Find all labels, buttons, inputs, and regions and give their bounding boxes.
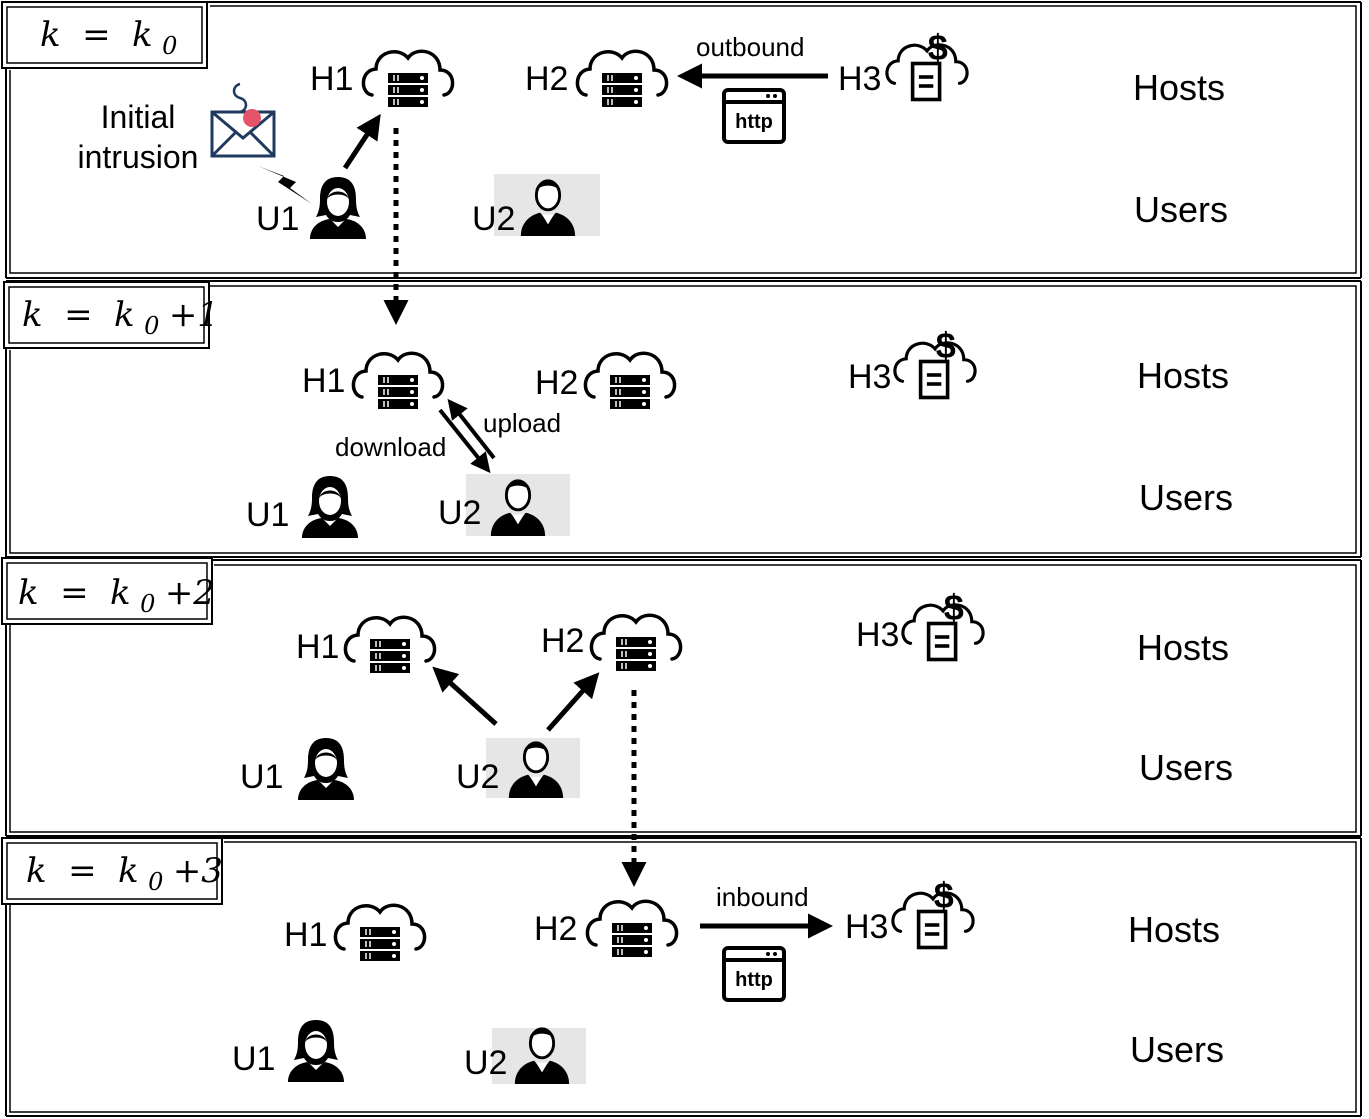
step-k: k	[40, 15, 61, 55]
host-label-h3: H3	[856, 616, 899, 654]
step-eq: =	[60, 573, 89, 613]
panel-step-3: k = k 0 +2 Hosts Users H1 H2 H3 U1 U2	[1, 557, 1362, 837]
host-label-h1: H1	[296, 628, 339, 666]
cloud-dollar-document-icon	[893, 323, 977, 400]
step-sub: 0	[148, 868, 163, 896]
panel-step-1: k = k 0 Hosts Users H1 H2 H3 outbound ht…	[1, 1, 1362, 279]
step-base: k	[114, 295, 135, 335]
user-label-u2: U2	[464, 1044, 507, 1082]
cloud-server-icon	[583, 351, 677, 411]
panel-step-2: k = k 0 +1 Hosts Users H1 H2 H3 upload d…	[3, 280, 1362, 558]
host-label-h1: H1	[302, 362, 345, 400]
host-label-h1: H1	[284, 916, 327, 954]
cloud-server-icon	[585, 899, 679, 959]
cloud-dollar-document-icon	[891, 873, 975, 950]
cloud-dollar-document-icon	[885, 25, 969, 102]
row-label-users: Users	[1134, 189, 1228, 230]
user-label-u1: U1	[246, 496, 289, 534]
step-base: k	[110, 573, 131, 613]
host-label-h3: H3	[838, 60, 881, 98]
step-base: k	[118, 851, 139, 891]
row-label-hosts: Hosts	[1128, 909, 1220, 950]
host-label-h2: H2	[535, 364, 578, 402]
http-label: http	[735, 969, 773, 991]
step-offset: +3	[173, 851, 223, 891]
svg-text:k = k: k = k 0	[40, 15, 177, 60]
cloud-server-icon	[333, 903, 427, 963]
host-label-h1: H1	[310, 60, 353, 98]
host-label-h2: H2	[541, 622, 584, 660]
female-user-icon	[288, 1020, 344, 1082]
female-user-icon	[298, 738, 354, 800]
user-label-u1: U1	[232, 1040, 275, 1078]
step-sub: 0	[162, 32, 177, 60]
http-label: http	[735, 111, 773, 133]
user-label-u2: U2	[438, 494, 481, 532]
host-label-h2: H2	[525, 60, 568, 98]
inbound-label: inbound	[716, 882, 809, 912]
step-eq: =	[68, 851, 97, 891]
cloud-server-icon	[351, 351, 445, 411]
upload-label: upload	[483, 408, 561, 438]
cloud-server-icon	[361, 49, 455, 109]
row-label-hosts: Hosts	[1137, 355, 1229, 396]
step-offset: +1	[169, 295, 219, 335]
user-label-u2: U2	[472, 200, 515, 238]
step-sub: 0	[140, 590, 155, 618]
intrusion-label-line1: Initial	[101, 99, 176, 135]
row-label-users: Users	[1139, 477, 1233, 518]
user-label-u2: U2	[456, 758, 499, 796]
panel-step-4: k = k 0 +3 Hosts Users H1 H2 H3 inbound …	[1, 837, 1362, 1117]
cloud-server-icon	[343, 615, 437, 675]
female-user-icon	[302, 476, 358, 538]
download-label: download	[335, 432, 446, 462]
step-k: k	[26, 851, 47, 891]
step-label-box: k = k 0 +3	[1, 837, 223, 905]
intrusion-label-line2: intrusion	[78, 139, 199, 175]
cloud-server-icon	[575, 49, 669, 109]
step-base: k	[132, 15, 153, 55]
step-eq: =	[82, 15, 111, 55]
host-label-h2: H2	[534, 910, 577, 948]
svg-text:k = k: k = k 0 +3	[26, 851, 223, 898]
outbound-label: outbound	[696, 32, 804, 62]
step-label-box: k = k 0	[1, 1, 208, 69]
host-label-h3: H3	[845, 908, 888, 946]
cloud-server-icon	[589, 613, 683, 673]
step-sub: 0	[144, 312, 159, 340]
user-label-u1: U1	[240, 758, 283, 796]
row-label-users: Users	[1139, 747, 1233, 788]
row-label-users: Users	[1130, 1029, 1224, 1070]
cloud-dollar-document-icon	[901, 585, 985, 662]
svg-text:k = k: k = k 0 +2	[18, 573, 215, 620]
phishing-email-icon	[210, 82, 276, 158]
step-label-box: k = k 0 +2	[1, 557, 215, 625]
row-label-hosts: Hosts	[1137, 627, 1229, 668]
host-label-h3: H3	[848, 358, 891, 396]
step-offset: +2	[165, 573, 215, 613]
row-label-hosts: Hosts	[1133, 67, 1225, 108]
svg-text:k = k: k = k 0 +1	[22, 295, 219, 342]
female-user-icon	[310, 177, 366, 239]
step-label-box: k = k 0 +1	[3, 281, 219, 349]
step-eq: =	[64, 295, 93, 335]
step-k: k	[22, 295, 43, 335]
user-label-u1: U1	[256, 200, 299, 238]
step-k: k	[18, 573, 39, 613]
